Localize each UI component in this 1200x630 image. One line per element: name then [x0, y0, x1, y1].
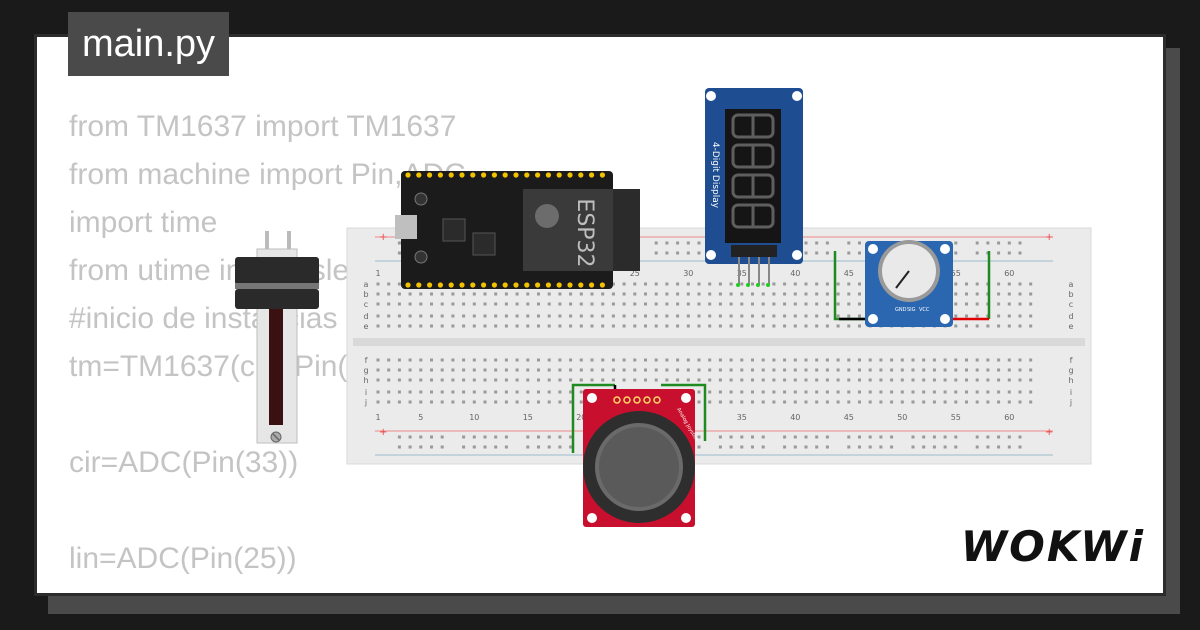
breadboard-column-number: 60	[1004, 413, 1014, 422]
breadboard-column-number: 45	[844, 413, 854, 422]
breadboard-column-number: 35	[737, 269, 747, 278]
breadboard-column-number: 40	[790, 269, 800, 278]
esp32-board[interactable]: ESP32	[395, 171, 640, 289]
breadboard-column-number: 5	[418, 413, 423, 422]
rotary-potentiometer[interactable]: GND SIG VCC	[833, 240, 991, 327]
code-line: tm=TM1637(clk=Pin(	[69, 350, 348, 383]
breadboard-row-letter: a	[364, 280, 369, 289]
pot-pin-vcc: VCC	[919, 307, 930, 313]
breadboard-row-letter: d	[1068, 312, 1073, 321]
breadboard-row-letter: g	[1068, 366, 1073, 375]
code-line: from TM1637 import TM1637	[69, 110, 457, 143]
file-tab[interactable]: main.py	[68, 12, 230, 76]
svg-text:+: +	[379, 232, 387, 243]
breadboard-column-number: 10	[469, 413, 479, 422]
breadboard-row-letter: j	[364, 398, 367, 407]
breadboard-row-letter: h	[1068, 376, 1073, 385]
code-line: cir=ADC(Pin(33))	[69, 446, 299, 479]
breadboard-row-letter: d	[363, 312, 368, 321]
breadboard-row-letter: f	[365, 356, 368, 365]
breadboard-column-number: 50	[897, 413, 907, 422]
breadboard-row-letter: f	[1070, 356, 1073, 365]
breadboard-row-letter: e	[1069, 322, 1074, 331]
breadboard-column-number: 45	[844, 269, 854, 278]
breadboard-row-letter: c	[364, 300, 368, 309]
breadboard-column-number: 30	[683, 269, 693, 278]
code-line: lin=ADC(Pin(25))	[69, 542, 297, 575]
pot-pin-sig: SIG	[907, 307, 916, 313]
esp32-chip-label: ESP32	[572, 198, 597, 267]
slide-potentiometer[interactable]	[235, 231, 319, 444]
breadboard-column-number: 15	[523, 413, 533, 422]
wokwi-logo: WOKWi	[960, 522, 1145, 571]
breadboard-column-number: 35	[737, 413, 747, 422]
display-label: 4-Digit Display	[710, 142, 720, 209]
breadboard-row-letter: b	[1068, 290, 1073, 299]
circuit-diagram: + + + + 11551010151520202525303035354040…	[235, 88, 1092, 527]
code-line: import time	[69, 206, 218, 239]
breadboard-row-letter: i	[365, 388, 367, 397]
breadboard-labels: 1155101015152020252530303535404045455050…	[363, 269, 1073, 422]
breadboard-row-letter: a	[1069, 280, 1074, 289]
analog-joystick[interactable]: Analog Joystick	[571, 383, 707, 527]
breadboard-column-number: 55	[951, 269, 961, 278]
breadboard-row-letter: g	[363, 366, 368, 375]
breadboard-column-number: 40	[790, 413, 800, 422]
svg-text:+: +	[1045, 427, 1053, 438]
breadboard-row-letter: h	[363, 376, 368, 385]
breadboard-column-number: 60	[1004, 269, 1014, 278]
breadboard-row-letter: c	[1069, 300, 1073, 309]
breadboard-row-letter: b	[363, 290, 368, 299]
breadboard-row-letter: i	[1070, 388, 1072, 397]
breadboard-column-number: 1	[375, 269, 380, 278]
breadboard-column-number: 55	[951, 413, 961, 422]
svg-text:+: +	[1045, 232, 1053, 243]
tm1637-display[interactable]: 4-Digit Display	[705, 88, 803, 287]
breadboard-row-letter: j	[1069, 398, 1072, 407]
breadboard-column-number: 25	[630, 269, 640, 278]
breadboard-column-number: 20	[576, 413, 586, 422]
pot-pin-gnd: GND	[895, 307, 907, 313]
esp32-pin-headers	[405, 172, 606, 288]
digit-segments	[731, 113, 775, 229]
breadboard-column-number: 1	[375, 413, 380, 422]
breadboard-row-letter: e	[364, 322, 369, 331]
svg-text:+: +	[379, 427, 387, 438]
